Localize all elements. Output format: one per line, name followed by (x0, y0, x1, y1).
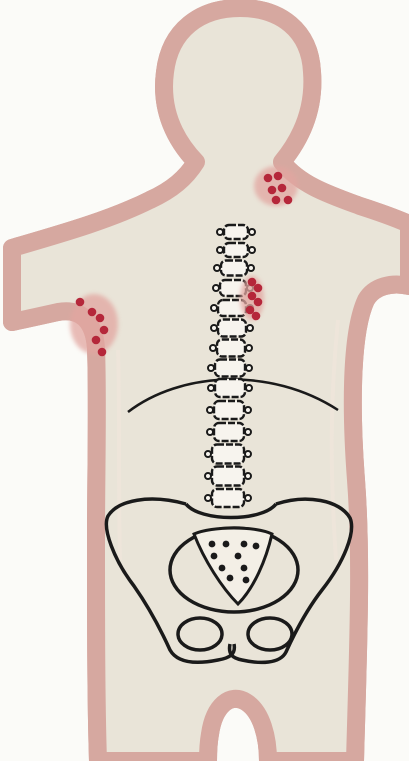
sacral-foramen (227, 575, 234, 582)
sacral-foramen (219, 565, 226, 572)
sacral-foramen (253, 543, 260, 550)
vertebra-process (205, 451, 211, 457)
vertebra-process (211, 305, 217, 311)
vertebra (215, 379, 245, 397)
vertebra-process (208, 385, 214, 391)
vertebra-process (214, 265, 220, 271)
vertebra-process (246, 385, 252, 391)
vertebra-process (245, 429, 251, 435)
lesion-dot (272, 196, 281, 205)
lesion-dot (88, 308, 97, 317)
lesion-dot (254, 284, 263, 293)
vertebra-process (205, 495, 211, 501)
vertebra-process (205, 473, 211, 479)
sacral-foramen (235, 553, 242, 560)
vertebra-process (211, 325, 217, 331)
sacral-foramen (209, 541, 216, 548)
lesion-dot (284, 196, 293, 205)
vertebra-process (249, 247, 255, 253)
vertebra-process (248, 265, 254, 271)
vertebra-process (217, 247, 223, 253)
lesion-dot (254, 298, 263, 307)
vertebra (214, 401, 244, 419)
sacral-foramen (241, 541, 248, 548)
sacral-foramen (211, 553, 218, 560)
vertebra-process (249, 229, 255, 235)
vertebra-process (247, 325, 253, 331)
sacral-foramen (243, 577, 250, 584)
vertebra (224, 225, 248, 239)
lesion-dot (252, 312, 261, 321)
vertebra-process (245, 473, 251, 479)
vertebra-process (246, 365, 252, 371)
lesion-dot (278, 184, 287, 193)
lesion-cluster-paraspinal-upper-back (240, 276, 264, 320)
vertebra-process (245, 451, 251, 457)
lesion-dot (98, 348, 107, 357)
vertebra (217, 340, 245, 357)
vertebra (215, 360, 245, 377)
lesion-dot (264, 174, 273, 183)
vertebra-process (210, 345, 216, 351)
vertebra (212, 489, 244, 507)
vertebra-process (217, 229, 223, 235)
vertebra-process (208, 365, 214, 371)
vertebra-process (207, 429, 213, 435)
vertebra (212, 445, 244, 464)
lesion-dot (76, 298, 85, 307)
lesion-dot (96, 314, 105, 323)
vertebra (221, 261, 247, 276)
vertebra (218, 320, 246, 337)
lesion-cluster-right-axilla (254, 166, 298, 206)
vertebra (224, 243, 248, 257)
sacral-foramen (223, 541, 230, 548)
vertebra-process (213, 285, 219, 291)
vertebra-process (245, 495, 251, 501)
sacral-foramen (241, 565, 248, 572)
lesion-dot (100, 326, 109, 335)
vertebra-process (246, 345, 252, 351)
lesion-dot (268, 186, 277, 195)
lesion-dot (92, 336, 101, 345)
lesion-dot (274, 172, 283, 181)
vertebra (212, 467, 244, 486)
vertebra (214, 423, 244, 441)
vertebra-process (245, 407, 251, 413)
vertebra-process (207, 407, 213, 413)
